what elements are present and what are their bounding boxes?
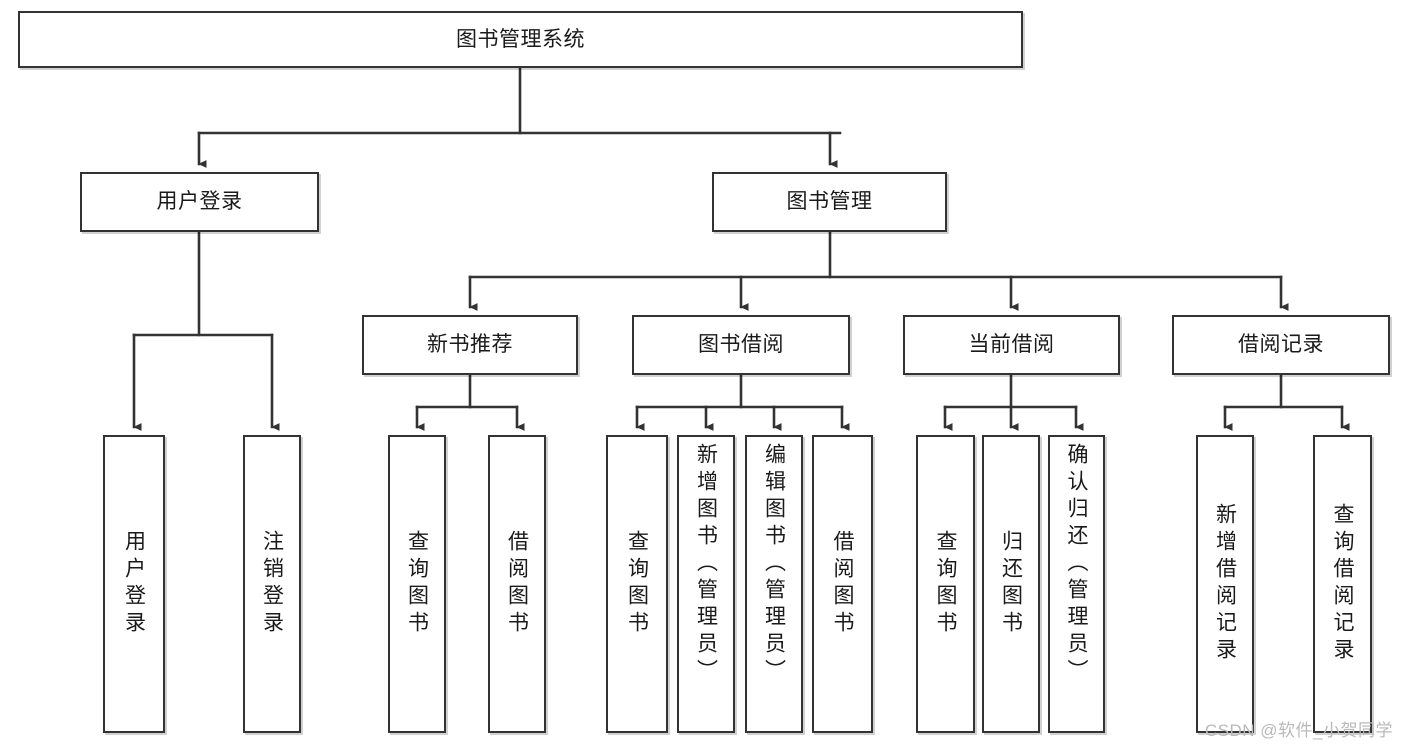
node-new-book-recommend[interactable]: 新书推荐 <box>362 315 578 375</box>
node-label: 新增图书（管理员） <box>694 443 718 686</box>
node-leaf-query-book-recommend[interactable]: 查询图书 <box>388 435 446 733</box>
node-label: 用户登录 <box>122 530 146 638</box>
vertical-text-wrapper: 编辑图书（管理员） <box>762 437 786 731</box>
node-label: 借阅图书 <box>505 530 529 638</box>
node-label: 借阅图书 <box>831 530 854 638</box>
vertical-text-wrapper: 借阅图书 <box>831 437 854 731</box>
node-leaf-query-borrow-record[interactable]: 查询借阅记录 <box>1313 435 1372 733</box>
node-leaf-confirm-return[interactable]: 确认归还（管理员） <box>1048 435 1105 733</box>
vertical-text-wrapper: 归还图书 <box>999 437 1023 731</box>
node-book-manage[interactable]: 图书管理 <box>712 172 947 232</box>
vertical-text-wrapper: 查询借阅记录 <box>1331 437 1354 731</box>
node-label: 用户登录 <box>156 190 243 214</box>
vertical-text-wrapper: 借阅图书 <box>505 437 529 731</box>
node-leaf-edit-book[interactable]: 编辑图书（管理员） <box>745 435 803 733</box>
node-label: 图书管理系统 <box>456 27 585 51</box>
node-label: 查询图书 <box>934 530 957 638</box>
node-label: 查询图书 <box>625 530 649 638</box>
node-leaf-query-book-borrow[interactable]: 查询图书 <box>606 435 668 733</box>
node-leaf-logout[interactable]: 注销登录 <box>243 435 301 733</box>
node-label: 归还图书 <box>999 530 1023 638</box>
vertical-text-wrapper: 用户登录 <box>122 437 146 731</box>
vertical-text-wrapper: 查询图书 <box>405 437 429 731</box>
node-label: 查询借阅记录 <box>1331 503 1354 665</box>
node-book-management-system[interactable]: 图书管理系统 <box>18 11 1023 68</box>
node-leaf-borrow-book[interactable]: 借阅图书 <box>812 435 873 733</box>
node-label: 借阅记录 <box>1238 333 1324 357</box>
node-label: 图书管理 <box>786 190 873 214</box>
node-label: 编辑图书（管理员） <box>762 443 786 686</box>
vertical-text-wrapper: 查询图书 <box>934 437 957 731</box>
watermark-text: CSDN @软件_小贺同学 <box>1204 721 1393 740</box>
node-label: 新增借阅记录 <box>1213 503 1237 665</box>
node-label: 新书推荐 <box>427 333 513 357</box>
vertical-text-wrapper: 注销登录 <box>260 437 284 731</box>
node-label: 查询图书 <box>405 530 429 638</box>
node-label: 确认归还（管理员） <box>1065 443 1088 686</box>
node-leaf-add-borrow-record[interactable]: 新增借阅记录 <box>1196 435 1254 733</box>
vertical-text-wrapper: 确认归还（管理员） <box>1065 437 1088 731</box>
node-label: 图书借阅 <box>698 333 784 357</box>
node-leaf-user-login[interactable]: 用户登录 <box>103 435 165 733</box>
vertical-text-wrapper: 新增借阅记录 <box>1213 437 1237 731</box>
node-label: 注销登录 <box>260 530 284 638</box>
node-leaf-return-book[interactable]: 归还图书 <box>982 435 1040 733</box>
node-label: 当前借阅 <box>968 333 1055 357</box>
vertical-text-wrapper: 新增图书（管理员） <box>694 437 718 731</box>
node-leaf-borrow-book-recommend[interactable]: 借阅图书 <box>488 435 546 733</box>
vertical-text-wrapper: 查询图书 <box>625 437 649 731</box>
node-user-login[interactable]: 用户登录 <box>80 172 319 232</box>
node-borrow-record[interactable]: 借阅记录 <box>1172 315 1390 375</box>
node-leaf-add-book[interactable]: 新增图书（管理员） <box>677 435 735 733</box>
node-leaf-query-book-current[interactable]: 查询图书 <box>916 435 975 733</box>
node-current-borrow[interactable]: 当前借阅 <box>903 315 1120 375</box>
node-book-borrow[interactable]: 图书借阅 <box>632 315 850 375</box>
